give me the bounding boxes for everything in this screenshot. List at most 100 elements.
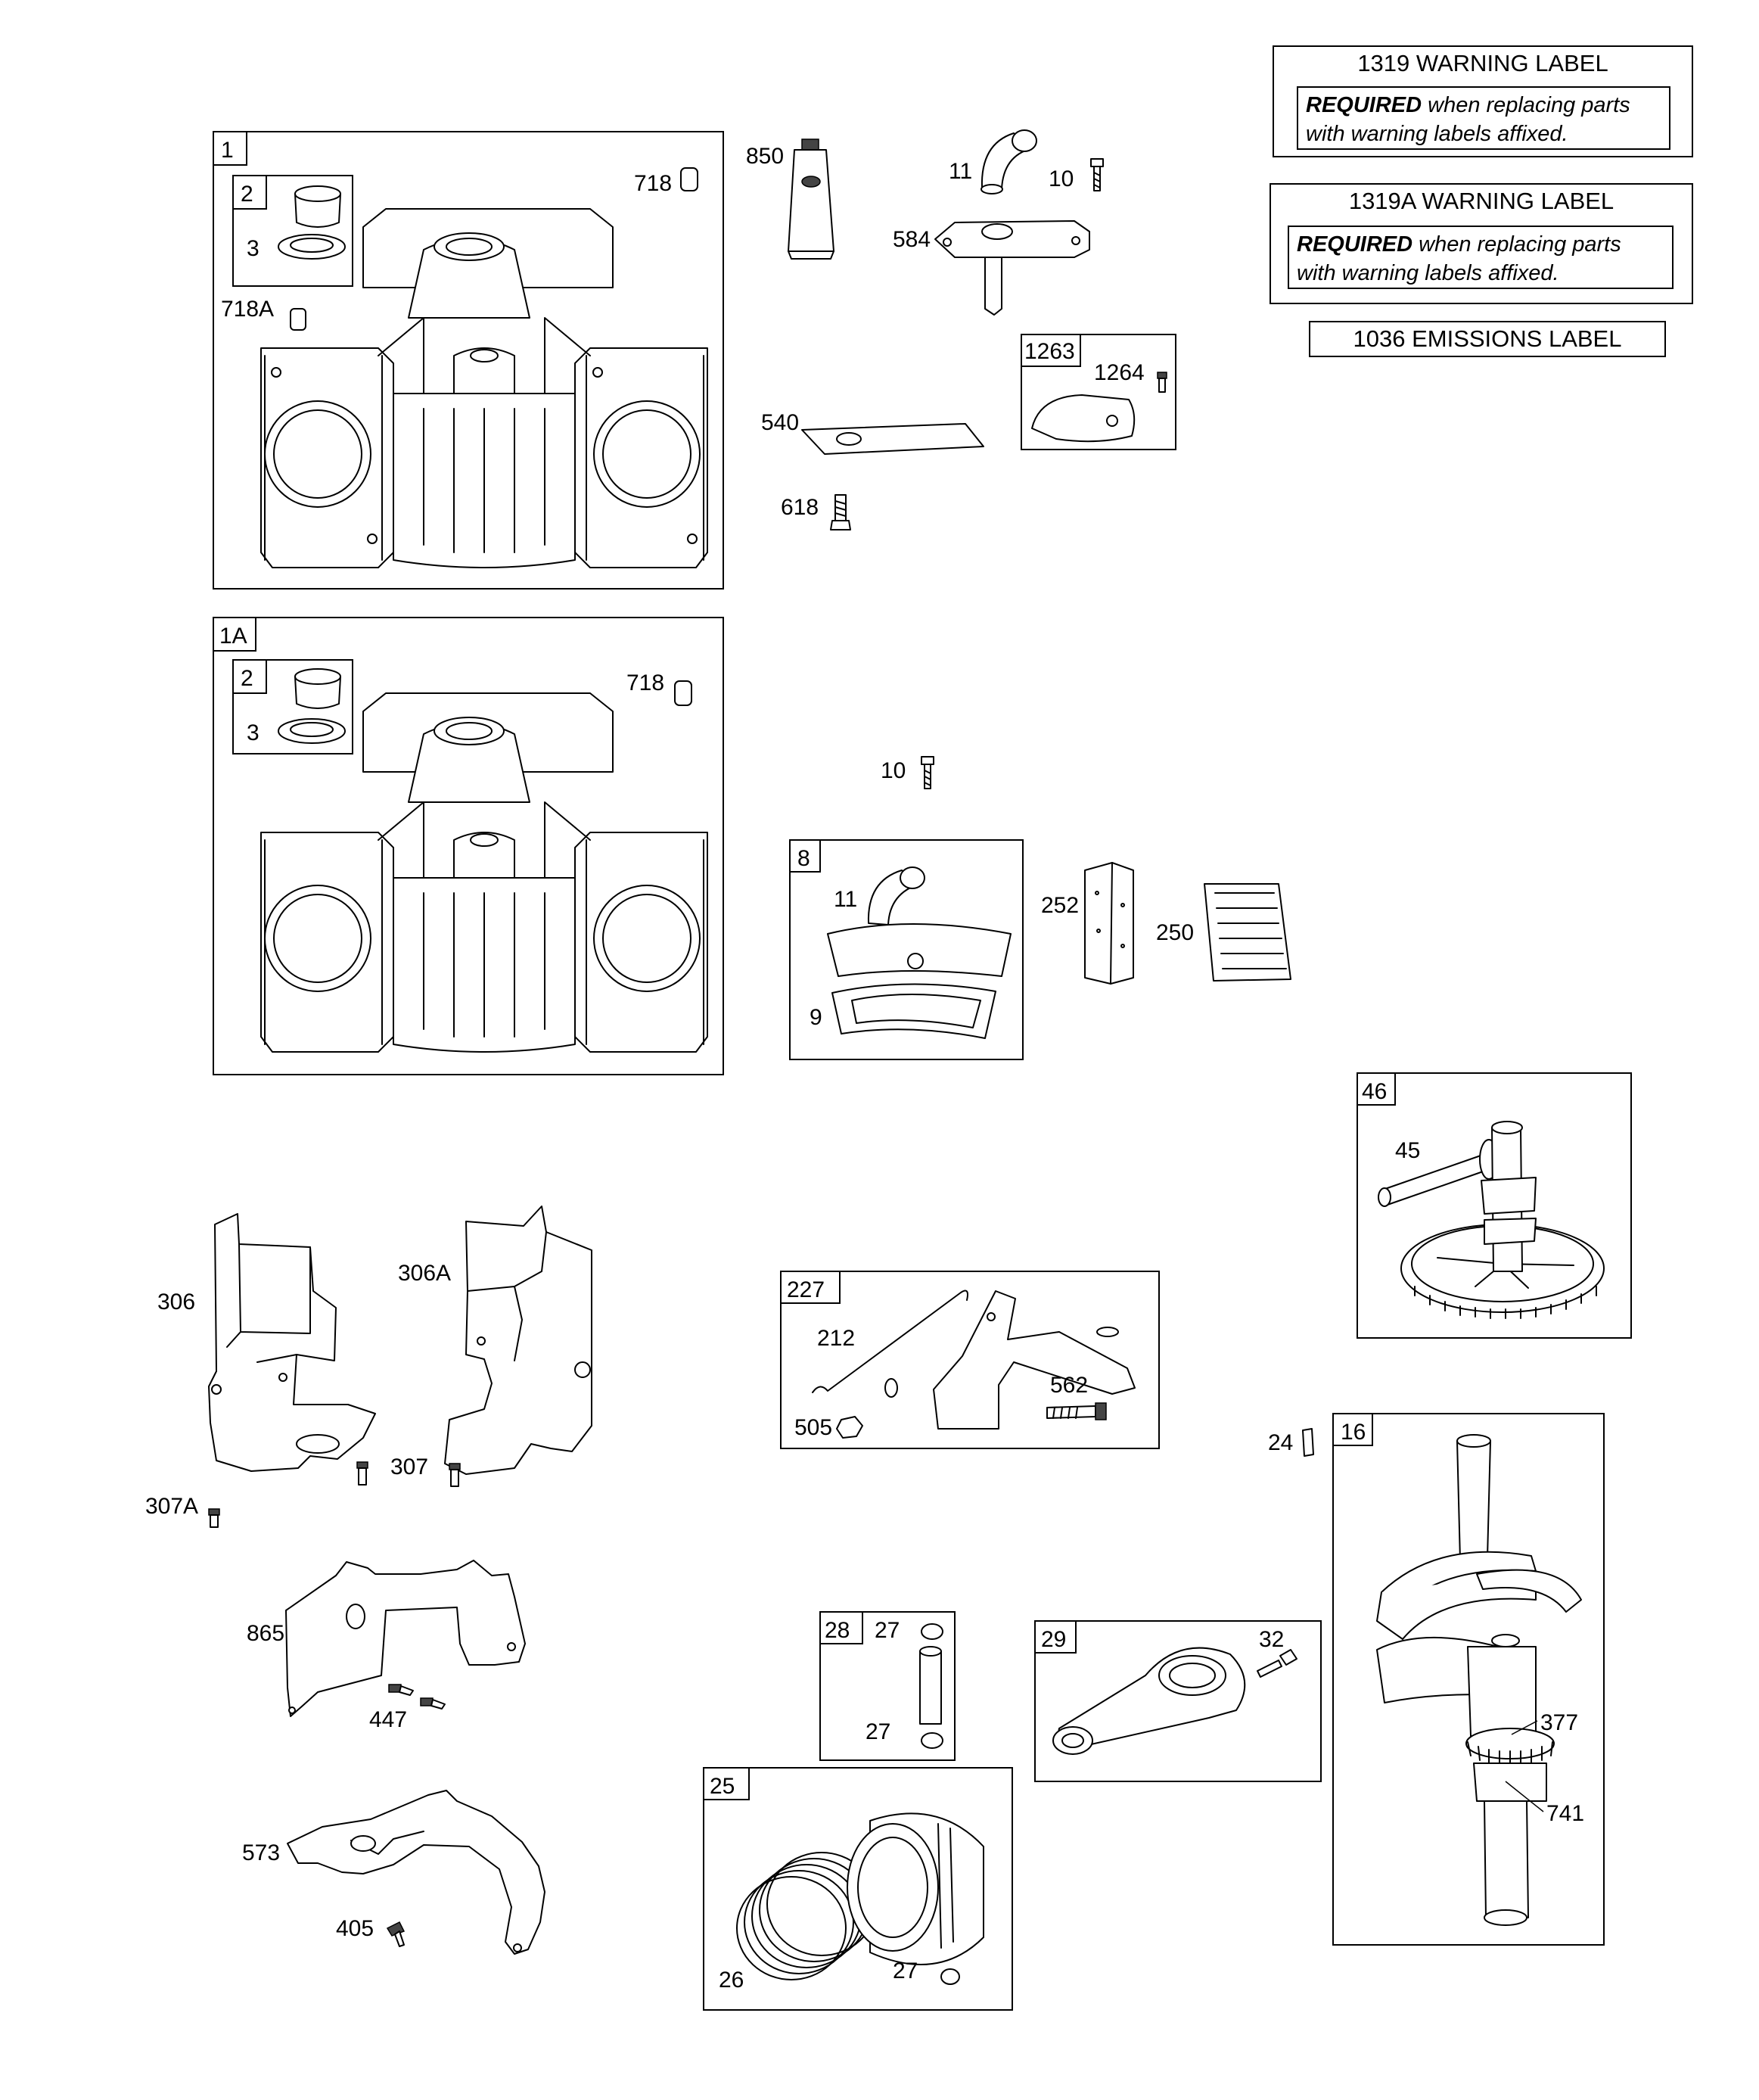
filter-250: 250 [1156, 883, 1291, 982]
washer-icon [884, 1378, 898, 1398]
group-1a-crankcase: 1A 2 3 718 [213, 617, 724, 1075]
shroud-306A: 306A [398, 1206, 592, 1475]
screw-307: 307 [356, 1454, 461, 1487]
group-227-tab [780, 1271, 841, 1304]
part-10: 10 [881, 758, 906, 783]
part-584: 584 [893, 227, 931, 252]
warning-text-line2: with warning labels affixed. [1306, 122, 1568, 146]
part-741: 741 [1546, 1801, 1584, 1826]
part-27: 27 [866, 1719, 890, 1744]
warning-label-1319-text: REQUIRED when replacing parts with warni… [1297, 86, 1670, 150]
cover-plate-icon [1031, 394, 1136, 443]
bolt-32-icon [1257, 1649, 1297, 1678]
part-27: 27 [893, 1958, 918, 1983]
part-850: 850 [746, 144, 784, 169]
part-26: 26 [719, 1968, 744, 1993]
sealant-tube-850: 850 [746, 138, 834, 260]
bolt-icon [1090, 158, 1104, 191]
crankcase-block-icon [260, 692, 708, 1053]
warning-text-line2: with warning labels affixed. [1297, 261, 1559, 285]
part-45: 45 [1395, 1138, 1420, 1163]
screw-447-icon [388, 1684, 446, 1710]
part-3: 3 [247, 236, 259, 261]
warning-label-1319a: 1319A WARNING LABEL REQUIRED when replac… [1270, 183, 1693, 304]
part-3: 3 [247, 720, 259, 745]
part-405: 405 [336, 1916, 374, 1941]
group-25-number: 25 [710, 1774, 735, 1799]
warning-text-line1: when replacing parts [1412, 232, 1621, 257]
group-1263-frame [1021, 334, 1176, 450]
screw-405-icon [386, 1921, 406, 1947]
part-32: 32 [1259, 1627, 1284, 1652]
emissions-label-1036: 1036 EMISSIONS LABEL [1309, 321, 1666, 357]
group-227-number: 227 [787, 1277, 825, 1302]
part-212: 212 [817, 1326, 855, 1351]
part-307A: 307A [145, 1494, 198, 1519]
group-8-tab [789, 839, 821, 873]
part-618: 618 [781, 495, 819, 520]
required-word: REQUIRED [1297, 232, 1413, 257]
group-29-frame [1034, 1620, 1322, 1782]
shield-573: 573 405 [242, 1790, 545, 1955]
group-1-crankcase: 1 2 3 718 718A [213, 131, 724, 590]
dowel-pin-icon [290, 308, 306, 331]
group-25-piston: 25 26 27 [703, 1767, 1013, 2011]
group-46-number: 46 [1362, 1079, 1387, 1104]
group-25-tab [703, 1767, 750, 1800]
part-306: 306 [157, 1290, 195, 1314]
group-8-frame [789, 839, 1024, 1060]
warning-label-1319: 1319 WARNING LABEL REQUIRED when replaci… [1273, 45, 1693, 157]
part-306A: 306A [398, 1261, 451, 1286]
warning-label-1319a-text: REQUIRED when replacing parts with warni… [1288, 226, 1674, 289]
group-16-crankshaft: 16 377 741 [1332, 1413, 1605, 1946]
dowel-pin-icon [674, 680, 692, 706]
filter-252: 252 [1041, 862, 1134, 985]
group-1-tab [213, 131, 247, 166]
part-10: 10 [1049, 166, 1074, 191]
group-1-number: 1 [221, 138, 234, 163]
part-1264: 1264 [1094, 360, 1145, 385]
group-1-frame [213, 131, 724, 590]
group-2-tab [232, 659, 267, 694]
key-icon [1302, 1428, 1314, 1457]
group-29-connecting-rod: 29 32 [1034, 1620, 1322, 1782]
breather-cover-icon [827, 923, 1012, 977]
group-46-frame [1357, 1072, 1632, 1339]
group-1263-tab [1021, 334, 1081, 367]
bracket-865: 865 447 [247, 1560, 526, 1732]
part-9: 9 [810, 1005, 822, 1030]
warning-label-1319a-title: 1319A WARNING LABEL [1348, 188, 1614, 214]
bolt-618: 618 [781, 494, 851, 530]
gasket-9-icon [831, 983, 996, 1039]
group-1a-number: 1A [219, 624, 247, 649]
group-2-frame [232, 659, 353, 754]
crankcase-block-icon [260, 208, 708, 568]
part-718: 718 [634, 171, 672, 196]
retainer-clip-icon [921, 1623, 943, 1640]
part-718A: 718A [221, 297, 274, 322]
part-505: 505 [794, 1415, 832, 1440]
group-29-tab [1034, 1620, 1077, 1654]
group-2-number: 2 [241, 182, 253, 207]
part-865: 865 [247, 1621, 284, 1646]
group-16-tab [1332, 1413, 1373, 1446]
group-2-frame [232, 175, 353, 287]
part-252: 252 [1041, 893, 1079, 918]
warning-text-line1: when replacing parts [1422, 93, 1630, 117]
group-28-number: 28 [825, 1618, 850, 1643]
part-11: 11 [834, 887, 857, 912]
piston-ring-icon [736, 1876, 847, 1980]
seal-icon [278, 234, 346, 260]
nut-icon [836, 1416, 863, 1439]
group-8-breather: 8 11 9 [789, 839, 1024, 1060]
group-46-tab [1357, 1072, 1396, 1106]
group-1a-frame [213, 617, 724, 1075]
part-377: 377 [1540, 1710, 1578, 1735]
warning-label-1319-title: 1319 WARNING LABEL [1357, 50, 1608, 76]
group-227-governor: 227 212 562 505 [780, 1271, 1160, 1449]
required-word: REQUIRED [1306, 93, 1422, 117]
part-573: 573 [242, 1840, 280, 1865]
part-27: 27 [875, 1618, 900, 1643]
group-1a-tab [213, 617, 256, 652]
seal-icon [278, 718, 346, 744]
